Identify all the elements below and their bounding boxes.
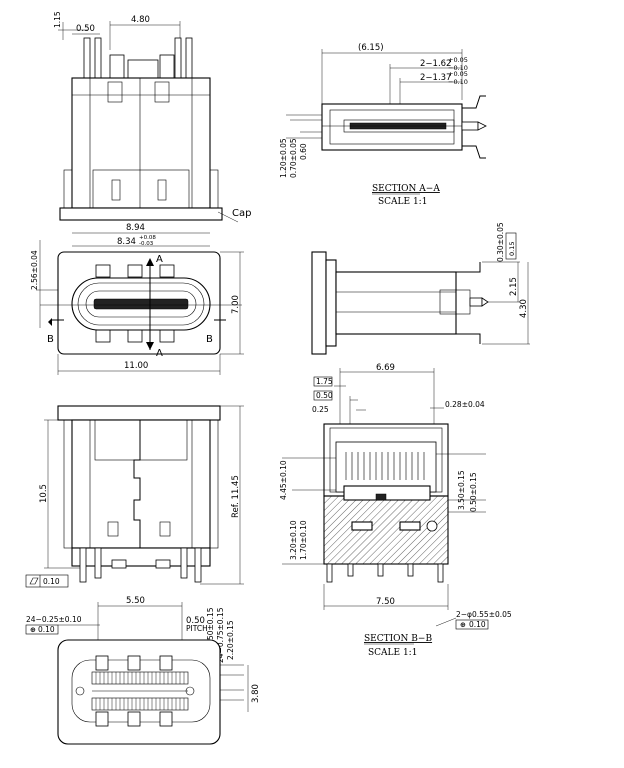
- bb-d025: 0.25: [312, 405, 329, 414]
- dim-height-right: 7.00: [231, 295, 241, 314]
- right-side-view: 0.30±0.05 0.15 2.15 4.30: [311, 222, 530, 355]
- dim-width: 4.80: [131, 15, 150, 25]
- dim-body-width: 8.94: [126, 223, 145, 233]
- dim-pitch-label: PITCH: [186, 624, 208, 633]
- dim-ref-height: Ref. 11.45: [231, 475, 241, 518]
- dim-pin-span: 5.50: [126, 596, 145, 606]
- aa-title: SECTION A−A: [372, 184, 440, 194]
- dim-row-pad-tol: 0.10: [38, 625, 55, 634]
- front-view: 8.34 +0.08 -0.03 2.56±0.04 A A B B: [30, 235, 244, 375]
- bb-title: SECTION B−B: [364, 634, 432, 644]
- dim-pad3: 2.20±0.15: [226, 620, 235, 660]
- aa-d2-minus: −0.10: [448, 78, 468, 86]
- section-bb: 1.75 0.50 0.25 6.69 0.28±0.04: [279, 363, 512, 658]
- marker-b-left: B: [47, 334, 54, 345]
- dim-depth: 3.80: [251, 684, 261, 703]
- aa-d1: 2−1.62: [420, 59, 451, 69]
- dim-side-height: 10.5: [39, 484, 49, 503]
- rs-top: 0.30±0.05: [496, 222, 505, 262]
- dim-shell-tol-minus: -0.03: [139, 241, 154, 247]
- rs-top-tol: 0.15: [508, 242, 516, 256]
- bb-hole-tol: 0.10: [469, 620, 486, 629]
- aa-v1: 1.20±0.05: [279, 138, 288, 178]
- dim-pad2: 24−0.75±0.15: [216, 607, 225, 663]
- bb-v320: 3.20±0.10: [289, 520, 298, 560]
- aa-d2-plus: +0.05: [448, 70, 468, 78]
- bb-d028: 0.28±0.04: [445, 400, 485, 409]
- dim-row-pad: 24−0.25±0.10: [26, 615, 82, 624]
- aa-d1-plus: +0.05: [448, 56, 468, 64]
- svg-text:⊕: ⊕: [460, 621, 466, 629]
- bb-v350: 3.50±0.15: [457, 470, 466, 510]
- bb-d050: 0.50: [316, 391, 333, 400]
- marker-a-top: A: [156, 254, 163, 265]
- bottom-view: 5.50 24−0.25±0.10 ⊕ 0.10 0.50 PITCH 24−0…: [25, 596, 261, 745]
- bb-v170: 1.70±0.10: [299, 520, 308, 560]
- rs-mid: 2.15: [509, 277, 519, 296]
- cap-label: Cap: [232, 208, 251, 219]
- dim-pad1: 24−0.50±0.15: [206, 607, 215, 663]
- dim-pin-offset: 0.50: [76, 24, 95, 34]
- marker-a-bottom: A: [156, 348, 163, 359]
- aa-d2: 2−1.37: [420, 73, 451, 83]
- aa-d1-minus: −0.10: [448, 64, 468, 72]
- pad-rows: [91, 655, 189, 727]
- bb-d175: 1.75: [316, 377, 333, 386]
- aa-length: (6.15): [358, 43, 384, 53]
- top-view: 1.15 0.50 4.80 Cap: [53, 11, 251, 234]
- svg-text:⊕: ⊕: [30, 626, 36, 634]
- marker-b-right: B: [206, 334, 213, 345]
- dim-flange: 11.00: [124, 361, 148, 371]
- aa-scale: SCALE 1:1: [378, 197, 427, 207]
- bb-scale: SCALE 1:1: [368, 648, 417, 658]
- bb-bottom: 7.50: [376, 597, 395, 607]
- bb-width: 6.69: [376, 363, 395, 373]
- dim-pitch: 0.50: [186, 616, 205, 626]
- aa-v2: 0.70±0.05: [289, 138, 298, 178]
- aa-v3: 0.60: [299, 143, 308, 160]
- rs-overall: 4.30: [519, 299, 529, 318]
- dim-height-left: 2.56±0.04: [30, 250, 39, 290]
- section-aa: (6.15) 2−1.62 +0.05 −0.10 2−1.37 +0.05 −…: [279, 43, 487, 207]
- dim-shell: 8.34: [117, 237, 136, 247]
- bb-v445: 4.45±0.10: [279, 460, 288, 500]
- dim-top-offset: 1.15: [53, 11, 62, 28]
- dim-shell-tol-plus: +0.08: [139, 235, 156, 241]
- bb-v050: 0.50±0.15: [469, 472, 478, 512]
- flatness-value: 0.10: [43, 577, 60, 586]
- side-view: 10.5 Ref. 11.45 0.10: [25, 405, 244, 588]
- bb-hole: 2−φ0.55±0.05: [456, 610, 512, 619]
